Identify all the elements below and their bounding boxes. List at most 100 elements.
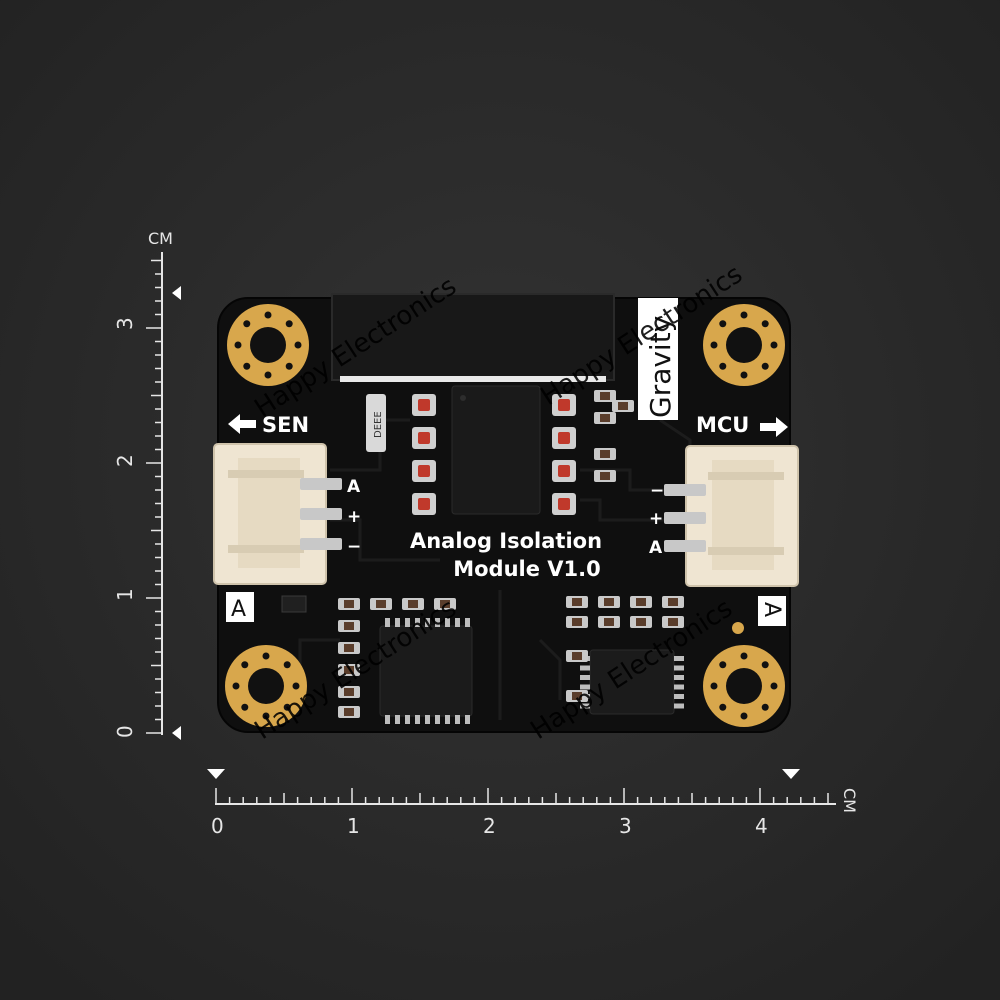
passive-body: [668, 618, 678, 626]
via-hole: [740, 712, 748, 720]
ic-pin: [425, 618, 430, 627]
brand-label: Gravity: [644, 316, 677, 418]
lower-left-ic-pins: [385, 618, 470, 724]
ic-pin: [580, 665, 590, 671]
vertical-ruler-marker-top: [172, 286, 181, 300]
ic-pin: [445, 618, 450, 627]
via-hole: [283, 661, 291, 669]
ic-pin: [385, 618, 390, 627]
passive-body: [572, 598, 582, 606]
passive-components: [338, 390, 684, 718]
ic-pin: [674, 703, 684, 709]
lower-right-ic: [589, 649, 675, 715]
ic-pad-dot: [558, 399, 570, 411]
isolation-ic: [451, 385, 541, 515]
ic-pin: [385, 715, 390, 724]
passive-body: [572, 618, 582, 626]
passive-body: [600, 414, 610, 422]
vertical-ruler-label-2: 2: [113, 454, 137, 467]
horizontal-ruler-marker-right: [782, 769, 800, 779]
ic-pin: [395, 715, 400, 724]
ic-pin: [580, 703, 590, 709]
passive-body: [636, 598, 646, 606]
ic-pin: [435, 715, 440, 724]
passive-body: [600, 392, 610, 400]
ic-pin: [674, 656, 684, 661]
left-pin-label-plus: +: [347, 507, 361, 527]
left-pin-label-minus: −: [347, 537, 361, 557]
ic-pad-dot: [558, 498, 570, 510]
via-hole: [761, 320, 769, 328]
board-title-line1: Analog Isolation: [410, 529, 602, 553]
passive-body: [572, 692, 582, 700]
via-hole: [740, 311, 748, 319]
ic-pin: [674, 694, 684, 699]
passive-body: [604, 618, 614, 626]
horizontal-ruler-label-2: 2: [483, 814, 496, 838]
ic-pin: [455, 618, 460, 627]
ic-pin: [580, 675, 590, 680]
via-hole: [770, 341, 778, 349]
via-hole: [285, 362, 293, 370]
passive-body: [668, 598, 678, 606]
via-hole: [719, 362, 727, 370]
shield-silk-line: [340, 376, 606, 382]
ic-pad-dot: [418, 399, 430, 411]
small-chip: [366, 394, 386, 452]
left-type-badge-box: [226, 592, 254, 622]
right-type-badge: A: [759, 602, 784, 617]
via-hole: [283, 703, 291, 711]
via-hole: [285, 320, 293, 328]
passive-body: [344, 622, 354, 630]
passive-body: [600, 450, 610, 458]
right-pin-label-minus: −: [650, 481, 664, 501]
passive-body: [636, 618, 646, 626]
left-pin-label-a: A: [347, 477, 361, 497]
via-hole: [740, 652, 748, 660]
right-port-label: MCU: [696, 413, 749, 437]
ic-pin: [455, 715, 460, 724]
via-hole: [719, 703, 727, 711]
right-arrow-icon: [760, 417, 788, 437]
ic-pin: [405, 618, 410, 627]
ic-pin: [415, 715, 420, 724]
passive-body: [376, 600, 386, 608]
ic-pin: [580, 684, 590, 690]
left-connector[interactable]: [213, 443, 342, 585]
via-hole: [719, 320, 727, 328]
ic-pad-dot: [418, 465, 430, 477]
horizontal-ruler-label-0: 0: [211, 814, 224, 838]
via-hole: [241, 703, 249, 711]
via-hole: [243, 320, 251, 328]
via-hole: [710, 341, 718, 349]
ic-pin: [445, 715, 450, 724]
ic-pin: [674, 684, 684, 690]
via-hole: [264, 371, 272, 379]
horizontal-ruler-label-3: 3: [619, 814, 632, 838]
brand-box: [638, 298, 678, 420]
passive-body: [572, 652, 582, 660]
right-pin-label-plus: +: [649, 509, 663, 529]
passive-body: [408, 600, 418, 608]
via-hole: [761, 703, 769, 711]
ic-pad-dot: [418, 432, 430, 444]
ic-pin: [465, 618, 470, 627]
via-hole: [262, 712, 270, 720]
ic-pin: [674, 675, 684, 680]
transistor: [281, 595, 307, 613]
horizontal-ruler: CM 0 1 2 3 4: [207, 769, 859, 838]
via-hole: [710, 682, 718, 690]
horizontal-ruler-label-4: 4: [755, 814, 768, 838]
via-hole: [292, 682, 300, 690]
mounting-hole-top-right: [703, 304, 785, 386]
horizontal-ruler-marker-left: [207, 769, 225, 779]
right-connector[interactable]: [664, 445, 799, 587]
mounting-hole-bottom-left: [225, 645, 307, 727]
vertical-ruler-label-3: 3: [113, 317, 137, 330]
ic-pad-dot: [558, 432, 570, 444]
horizontal-ruler-unit: CM: [840, 788, 859, 813]
passive-body: [618, 402, 628, 410]
shield-block: [331, 293, 615, 381]
ic-pin: [405, 715, 410, 724]
